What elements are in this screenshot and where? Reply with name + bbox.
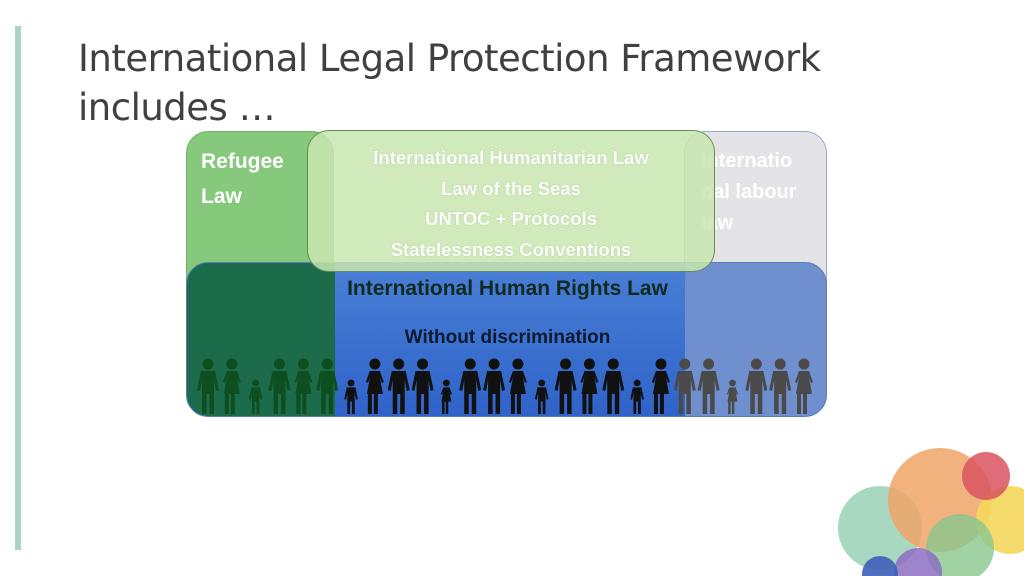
bubble-purple [894,548,942,576]
statelessness-conventions-item: Statelessness Conventions [390,238,632,260]
person-silhouette-icon [697,358,720,414]
person-silhouette-icon [222,358,241,414]
person-silhouette-icon [248,379,263,414]
slide-title: International Legal Protection Framework… [78,34,938,132]
accent-bar [15,26,21,550]
bubble-red [962,452,1010,500]
untoc-protocols-item: UNTOC + Protocols [425,208,597,229]
person-silhouette-icon [745,358,768,414]
people-silhouettes [197,358,813,414]
person-silhouette-icon [580,358,599,414]
humanitarian-law-list: International Humanitarian Law Law of th… [308,143,714,265]
person-silhouette-icon [602,358,625,414]
person-silhouette-icon [630,379,644,414]
person-silhouette-icon [387,358,410,414]
person-silhouette-icon [726,379,739,414]
humanitarian-law-item: International Humanitarian Law [373,147,649,168]
person-silhouette-icon [344,379,358,414]
human-rights-law-subtitle: Without discrimination [404,327,611,348]
person-silhouette-icon [651,358,670,414]
refugee-law-label: Refugee Law [201,150,284,208]
person-silhouette-icon [554,358,577,414]
person-silhouette-icon [459,358,482,414]
person-silhouette-icon [411,358,434,414]
human-rights-law-title: International Human Rights Law [347,277,668,300]
person-silhouette-icon [294,358,313,414]
person-silhouette-icon [508,358,527,414]
person-silhouette-icon [534,379,549,414]
person-silhouette-icon [795,358,813,414]
humanitarian-law-box: International Humanitarian Law Law of th… [307,130,715,272]
bubble-blue [862,556,898,576]
person-silhouette-icon [673,358,696,414]
person-silhouette-icon [197,358,219,414]
person-silhouette-icon [365,358,384,414]
title-line-2: includes … [78,86,276,129]
law-of-the-seas-item: Law of the Seas [441,177,581,199]
bubble-green [926,514,994,576]
person-silhouette-icon [440,379,452,414]
person-silhouette-icon [268,358,291,414]
title-line-1: International Legal Protection Framework [78,37,821,80]
person-silhouette-icon [316,358,339,414]
labour-law-label: Internatio nal labour law [701,150,797,234]
person-silhouette-icon [483,358,506,414]
person-silhouette-icon [769,358,792,414]
